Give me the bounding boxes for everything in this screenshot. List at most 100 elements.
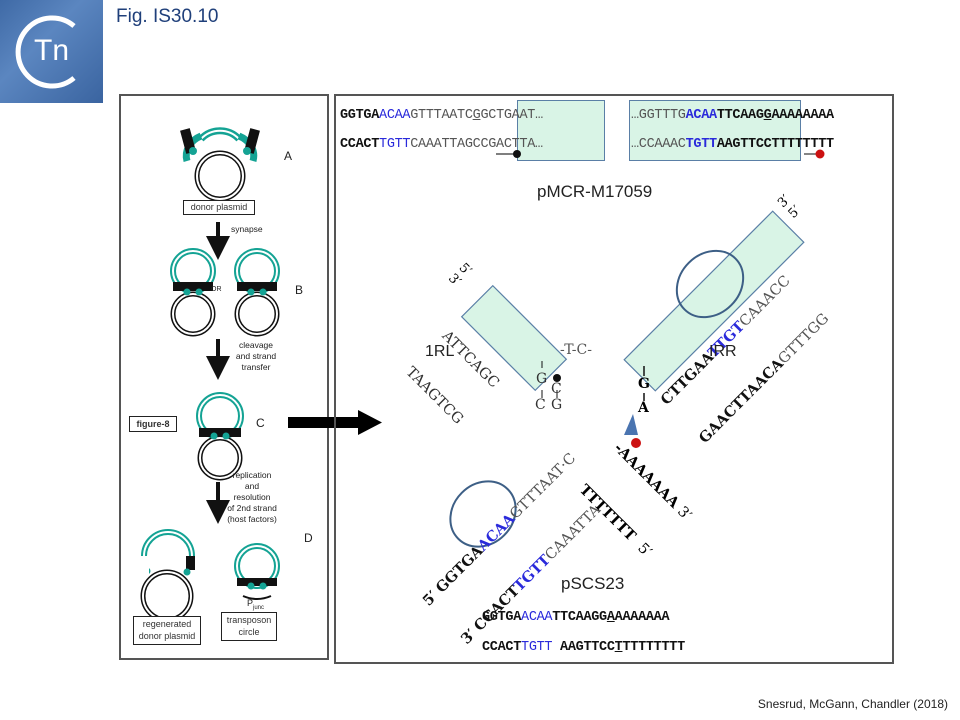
big-arrow-icon bbox=[288, 410, 382, 435]
stage-a-letter: A bbox=[284, 149, 293, 163]
sequence-segment: TTCAAG bbox=[552, 610, 600, 625]
step-replication: replication and resolution of 2nd strand… bbox=[221, 470, 283, 525]
sequence-segment: GCTGAAT… bbox=[480, 108, 543, 123]
irl-bottom-strand: TAAGTCG bbox=[402, 364, 467, 428]
sequence-segment: G bbox=[763, 108, 772, 123]
irr-junction-box bbox=[623, 210, 805, 392]
sequence-segment: TTCAAG bbox=[716, 108, 764, 123]
figure-title: Fig. IS30.10 bbox=[116, 6, 219, 27]
irl-label: 1RL bbox=[425, 343, 455, 360]
sequence-segment: T bbox=[614, 640, 623, 655]
left-arm-bottom-bold: CCACT bbox=[470, 582, 523, 635]
left-arm-top-blue: ACAA bbox=[474, 510, 519, 555]
tn-logo: Tn bbox=[0, 0, 103, 103]
sequence-segment: ACAA bbox=[521, 610, 553, 625]
right-arm-bottom-seq: TTTTTTT bbox=[575, 481, 640, 545]
stem-c: C bbox=[551, 381, 562, 397]
step-cleavage-line: and strand bbox=[235, 351, 277, 361]
top-plasmid-title: pMCR-M17059 bbox=[537, 182, 653, 201]
sequence-segment: ACAA bbox=[685, 108, 718, 123]
circle-line: transposon bbox=[226, 615, 272, 625]
sequence-segment: GGTGA bbox=[482, 610, 522, 625]
sequence-segment: TGTT bbox=[379, 137, 411, 152]
top-left-seq-bottom: CCACTTGTTCAAATTAGCCGACTTA… bbox=[340, 137, 543, 152]
credit-text: Snesrud, McGann, Chandler (2018) bbox=[757, 697, 948, 711]
step-replication-line: of 2nd strand bbox=[227, 503, 277, 513]
step-synapse: synapse bbox=[231, 224, 263, 234]
circle-line: circle bbox=[238, 627, 260, 637]
top-left-seq-top: GGTGAACAAGTTTAATCGGCTGAAT… bbox=[340, 108, 543, 123]
stage-b-letter: B bbox=[295, 283, 304, 297]
stem-g: G bbox=[536, 371, 548, 387]
mechanism-panel: A donor plasmid synapse OR B cleavage an… bbox=[119, 94, 329, 660]
promoter-sub: junc bbox=[253, 604, 265, 611]
irr-box bbox=[629, 100, 801, 161]
sequence-panel: GGTGAACAAGTTTAATCGGCTGAAT… CCACTTGTTCAAA… bbox=[334, 94, 894, 664]
top-right-seq-bottom: …CCAAACTGTTAAGTTCCTTTTTTTT bbox=[631, 137, 834, 152]
right-arm-bottom: TTTTTTT 5′ bbox=[572, 478, 657, 563]
promoter-label: Pjunc bbox=[247, 598, 264, 611]
logo-ring-icon bbox=[15, 15, 76, 89]
sequence-segment: CGACTTA… bbox=[480, 137, 543, 152]
right-arm-top-seq: -AAAAAAA bbox=[610, 439, 683, 512]
irr-label: IRR bbox=[709, 343, 737, 360]
sequence-segment: TTTTTTT bbox=[779, 137, 834, 152]
sequence-segment: TGTT bbox=[521, 640, 553, 655]
triangle-marker-icon bbox=[624, 414, 638, 435]
step-replication-line: and bbox=[244, 481, 260, 491]
left-arm-top-bold: GGTGA bbox=[432, 542, 487, 597]
sequence-segment: AAGTTC bbox=[552, 640, 607, 655]
step-replication-line: (host factors) bbox=[227, 514, 277, 524]
irr-top-rest: CAAACC bbox=[736, 272, 794, 331]
step-cleavage: cleavage and strand transfer bbox=[226, 340, 286, 373]
irl-box bbox=[517, 100, 605, 161]
step-cleavage-line: cleavage bbox=[238, 340, 274, 350]
stem-right-g: G bbox=[638, 376, 650, 392]
irr-top-bold: CTTGAA bbox=[657, 349, 717, 409]
sequence-segment: CAAATTAGC bbox=[410, 137, 481, 152]
bottom-seq-bottom: CCACTTGTT AAGTTCCTTTTTTTTT bbox=[482, 640, 685, 655]
step-cleavage-line: transfer bbox=[241, 362, 271, 372]
stage-d-letter: D bbox=[304, 531, 313, 545]
logo-text: Tn bbox=[34, 34, 70, 67]
sequence-segment: AAAAAAA bbox=[614, 610, 670, 625]
right-arm-top: -AAAAAAA 3′ bbox=[610, 439, 695, 524]
irr-bottom-rest: GTTTGG bbox=[775, 310, 833, 368]
irr-motif-circle bbox=[675, 249, 745, 319]
irl-motif-circle bbox=[449, 480, 517, 548]
irl-junction-box bbox=[460, 284, 568, 392]
stem-g2: G bbox=[551, 397, 563, 413]
sequence-segment: G bbox=[472, 108, 481, 123]
red-dot-icon bbox=[631, 438, 641, 448]
sequence-segment: AAAAAAAA bbox=[771, 108, 834, 123]
stem-right-a: A bbox=[638, 400, 649, 416]
bottom-plasmid-title: pSCS23 bbox=[561, 574, 625, 593]
sequence-segment: CT bbox=[763, 137, 780, 152]
sequence-segment: AAGTTC bbox=[716, 137, 764, 152]
promoter-p: P bbox=[247, 598, 254, 608]
regenerated-line: regenerated bbox=[142, 619, 192, 629]
sequence-segment: A bbox=[606, 610, 615, 625]
black-dot-icon bbox=[513, 150, 521, 158]
step-replication-line: resolution bbox=[233, 492, 271, 502]
stem-c2: C bbox=[535, 397, 546, 413]
step-replication-line: replication bbox=[232, 470, 272, 480]
donor-plasmid-label: donor plasmid bbox=[183, 200, 255, 215]
sequence-segment: CCACT bbox=[482, 640, 522, 655]
stage-c-letter: C bbox=[256, 416, 265, 430]
sequence-segment: …CCAAAC bbox=[631, 137, 686, 152]
figure-8-label: figure-8 bbox=[129, 416, 177, 432]
sequence-segment: C bbox=[606, 640, 615, 655]
sequence-segment: GGTGA bbox=[340, 108, 380, 123]
transposon-circle-label: transposon circle bbox=[221, 612, 277, 641]
stage-b-plasmids bbox=[170, 248, 280, 337]
bottom-seq-top: GGTGAACAATTCAAGGAAAAAAAA bbox=[482, 610, 670, 625]
sequence-segment: TGTT bbox=[685, 137, 718, 152]
sequence-segment: ACAA bbox=[379, 108, 411, 123]
sequence-segment: CCACT bbox=[340, 137, 380, 152]
spacer-sequence: -T-C- bbox=[560, 342, 592, 358]
sequence-segment: …GGTTTG bbox=[631, 108, 686, 123]
sequence-segment: TTTTTTTT bbox=[622, 640, 685, 655]
stage-c-figure8 bbox=[196, 392, 244, 481]
regenerated-donor-label: regenerated donor plasmid bbox=[133, 616, 201, 645]
